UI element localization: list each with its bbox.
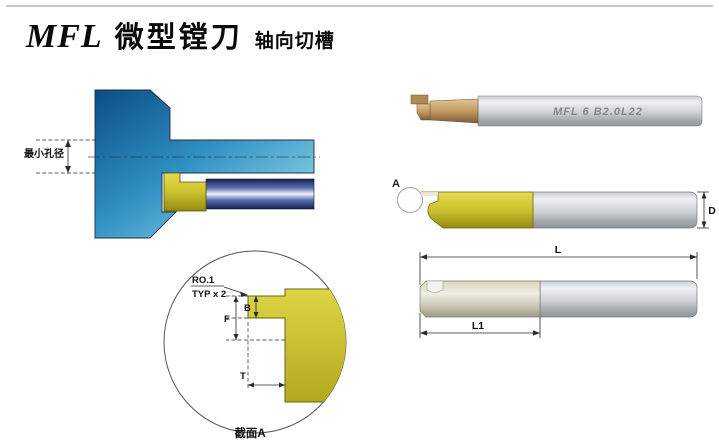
tool-photo-view: MFL 6 B2.0L22 — [410, 94, 703, 127]
dim-d-extension-lines — [697, 191, 709, 229]
detail-marker-a-circle — [397, 187, 423, 213]
min-bore-extension-lines — [36, 139, 95, 174]
dim-l1-label: L1 — [472, 320, 484, 332]
min-bore-arrowheads — [65, 140, 71, 173]
product-name: 微型镗刀 — [114, 22, 243, 54]
top-view-insert-pocket — [426, 280, 444, 294]
dim-b-label: B — [244, 303, 251, 314]
dimension-l: L — [419, 244, 698, 285]
dim-d-label: D — [708, 205, 716, 217]
workpiece-section-view — [88, 89, 320, 239]
dim-l-extension-lines — [419, 252, 698, 285]
insert-profile-group — [247, 288, 346, 403]
detail-dimensions: B F T RO.1 TYP x 2 — [191, 275, 285, 390]
dim-f-label: F — [224, 314, 230, 325]
dim-t-label: T — [240, 371, 246, 382]
dim-l-label: L — [555, 244, 562, 256]
side-view-head — [421, 191, 534, 229]
side-view-shank — [532, 191, 698, 229]
series-code: MFL — [26, 18, 103, 55]
dimension-l1: L1 — [419, 313, 541, 338]
top-view-shank — [539, 280, 698, 318]
grooving-insert-head — [163, 172, 207, 212]
photo-neck — [429, 98, 479, 124]
workpiece-cross-section — [94, 89, 315, 239]
dimension-d: D — [697, 191, 716, 229]
radius-leader-arrow — [240, 291, 248, 297]
min-bore-dimension: 最小孔径 — [24, 139, 95, 174]
radius-label: RO.1 — [192, 275, 215, 286]
detail-marker-a-label: A — [392, 178, 400, 190]
tool-top-view: L L1 — [419, 244, 698, 338]
shank-engraving: MFL 6 B2.0L22 — [553, 106, 643, 118]
dim-l1-extension-lines — [419, 313, 541, 338]
photo-shank — [477, 95, 703, 127]
boring-bar-in-hole — [163, 172, 315, 212]
min-bore-label: 最小孔径 — [24, 147, 64, 160]
insert-profile — [247, 288, 346, 403]
side-view-tip-edge — [421, 192, 438, 196]
photo-cutting-tip — [410, 94, 429, 105]
boring-bar-shank — [205, 178, 315, 210]
dim-b-arrows — [253, 296, 259, 318]
product-subtitle: 轴向切槽 — [254, 31, 335, 52]
photo-tip-underside — [416, 103, 431, 121]
typical-label: TYP x 2 — [192, 289, 226, 300]
tool-side-view: A D — [392, 178, 716, 229]
detail-circle-view: B F T RO.1 TYP x 2 截面A — [163, 250, 347, 440]
page-title: MFL 微型镗刀 轴向切槽 — [26, 14, 335, 56]
section-caption: 截面A — [234, 426, 265, 440]
